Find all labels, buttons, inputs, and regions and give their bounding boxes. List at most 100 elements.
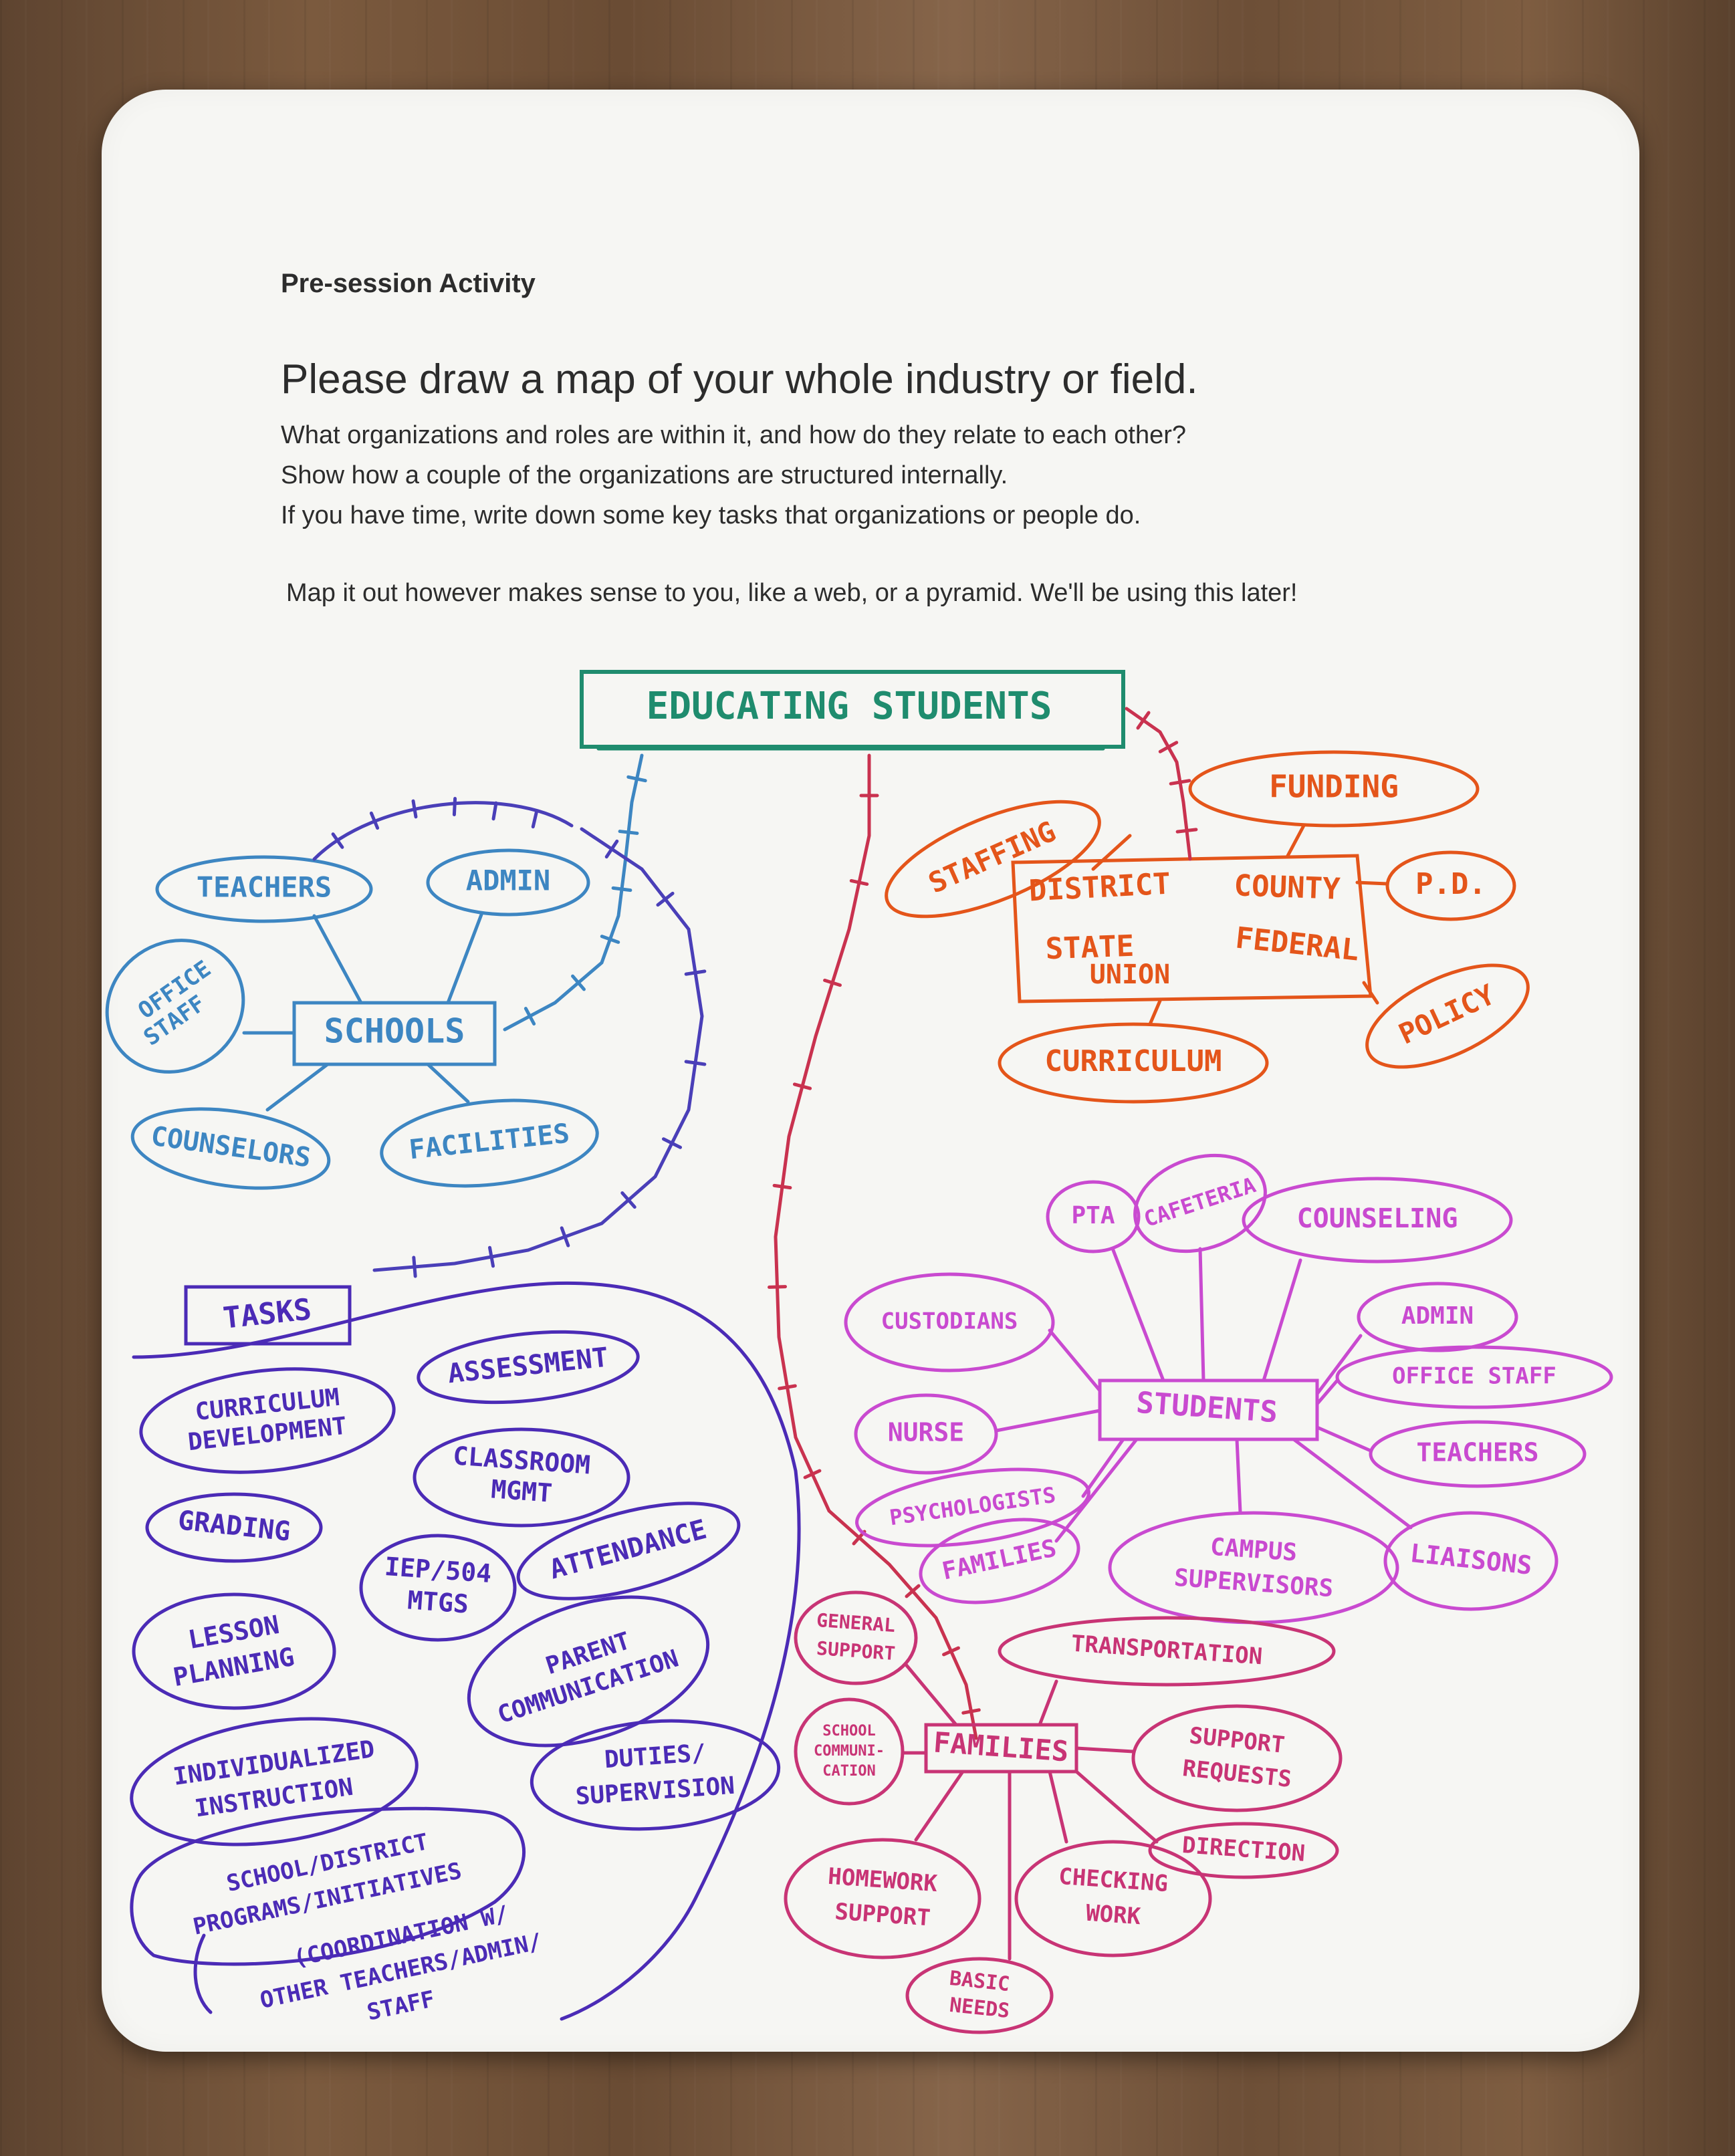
- hub-label: FEDERAL: [1234, 921, 1361, 967]
- node-bubble: [1046, 1180, 1141, 1253]
- tasks-label: TASKS: [221, 1292, 313, 1336]
- node-label: ADMIN: [1401, 1302, 1474, 1330]
- hatch-mark: [487, 1245, 495, 1268]
- hatch-mark: [803, 1469, 822, 1479]
- connector-line: [1048, 1328, 1102, 1393]
- node-bubble: [1365, 963, 1530, 1069]
- node-label: TEACHERS: [1416, 1438, 1538, 1467]
- node-bubble: [854, 1393, 998, 1475]
- hatch-mark: [1158, 741, 1179, 753]
- node-label: MGMT: [490, 1474, 553, 1508]
- governance-hub-box: [1011, 854, 1373, 1003]
- connector-line: [1125, 707, 1192, 861]
- instruction-line: Show how a couple of the organizations a…: [281, 461, 1008, 489]
- node-label: TEACHERS: [197, 871, 332, 904]
- connector-line: [914, 1770, 965, 1842]
- hatch-mark: [626, 775, 647, 783]
- hatch-mark: [604, 839, 619, 859]
- connector-line: [994, 1409, 1102, 1433]
- activity-title: Please draw a map of your whole industry…: [281, 356, 1198, 402]
- paren-mark: [193, 1933, 213, 2014]
- hatch-mark: [684, 969, 707, 976]
- hatch-mark: [849, 878, 869, 886]
- hatch-mark: [611, 886, 632, 892]
- task-bubble: [139, 1367, 396, 1474]
- hatch-mark: [369, 811, 380, 830]
- hub-label: DISTRICT: [1028, 866, 1171, 908]
- node-bubble: [1357, 1282, 1518, 1352]
- hatch-mark: [411, 799, 418, 819]
- hub-label: SCHOOLS: [324, 1012, 465, 1051]
- hatch-mark: [792, 1082, 812, 1090]
- node-bubble: [1014, 1840, 1212, 1957]
- node-bubble: [794, 1590, 918, 1685]
- node-label: SUPERVISION: [575, 1772, 736, 1811]
- node-bubble: [130, 1107, 331, 1190]
- node-label: CATION: [822, 1763, 875, 1780]
- instruction-line: Map it out however makes sense to you, l…: [286, 579, 1298, 607]
- node-label: COUNSELING: [1297, 1203, 1458, 1234]
- hatch-mark: [491, 801, 498, 821]
- hatch-mark: [600, 935, 620, 944]
- node-label: CURRICULUM: [1045, 1044, 1222, 1078]
- node-bubble: [105, 939, 245, 1074]
- node-label: OFFICE STAFF: [1392, 1363, 1556, 1390]
- activity-sheet: [102, 90, 1639, 2052]
- node-bubble: [1385, 850, 1516, 921]
- node-label: NEEDS: [948, 1994, 1010, 2023]
- tasks-label-box: [184, 1285, 352, 1346]
- hub-label: STUDENTS: [1135, 1386, 1279, 1430]
- hatch-mark: [571, 974, 586, 991]
- node-label: GRADING: [177, 1505, 292, 1547]
- hatch-mark: [772, 1183, 792, 1190]
- node-bubble: [1131, 1704, 1343, 1812]
- node-label: SUPPORT: [816, 1637, 896, 1665]
- node-label: COMMUNI-: [814, 1743, 885, 1760]
- node-bubble: [155, 855, 373, 923]
- node-label: NURSE: [888, 1418, 964, 1447]
- connector-line: [1074, 1746, 1135, 1754]
- node-label: MTGS: [407, 1585, 469, 1619]
- node-label: WORK: [1085, 1900, 1142, 1931]
- node-label: CHECKING: [1058, 1863, 1169, 1897]
- task-bubble: [516, 1502, 741, 1600]
- node-bubble: [1335, 1345, 1613, 1409]
- node-label: SUPPORT: [834, 1899, 931, 1932]
- spine-line: [774, 753, 978, 1740]
- node-label: LIAISONS: [1409, 1538, 1534, 1580]
- node-label: BASIC: [948, 1967, 1010, 1996]
- node-label: REQUESTS: [1181, 1755, 1293, 1793]
- hatch-mark: [560, 1226, 570, 1247]
- connector-line: [1148, 999, 1162, 1026]
- hub-label: UNION: [1090, 959, 1170, 990]
- node-bubble: [380, 1098, 599, 1188]
- connector-line: [446, 913, 483, 1005]
- hatch-mark: [961, 1708, 981, 1715]
- node-label: PTA: [1071, 1202, 1115, 1229]
- connector-line: [1054, 1437, 1139, 1543]
- node-label: CUSTODIANS: [881, 1308, 1018, 1335]
- node-label: HOMEWORK: [827, 1863, 939, 1897]
- task-bubble: [132, 1592, 336, 1710]
- node-label: CLASSROOM: [452, 1441, 591, 1479]
- node-bubble: [998, 1022, 1269, 1104]
- hatch-mark: [656, 891, 675, 907]
- node-label: CAMPUS: [1209, 1534, 1298, 1567]
- connector-line: [1315, 1334, 1363, 1396]
- node-label: SUPERVISORS: [1173, 1564, 1335, 1603]
- hatch-mark: [768, 1285, 787, 1289]
- task-bubble: [530, 1719, 781, 1831]
- node-label: SUPPORT: [1188, 1722, 1286, 1759]
- node-bubble: [1188, 750, 1480, 828]
- node-bubble: [1108, 1511, 1399, 1625]
- node-bubble: [998, 1616, 1336, 1687]
- connector-line: [1262, 1258, 1302, 1383]
- hatch-mark: [620, 1191, 637, 1209]
- root-box: [580, 670, 1125, 749]
- node-label: ADMIN: [466, 864, 550, 897]
- node-label: FAMILIES: [940, 1534, 1059, 1585]
- connector-line: [1235, 1437, 1242, 1514]
- connector-line: [904, 1663, 958, 1727]
- node-label: CAFETERIA: [1141, 1172, 1259, 1232]
